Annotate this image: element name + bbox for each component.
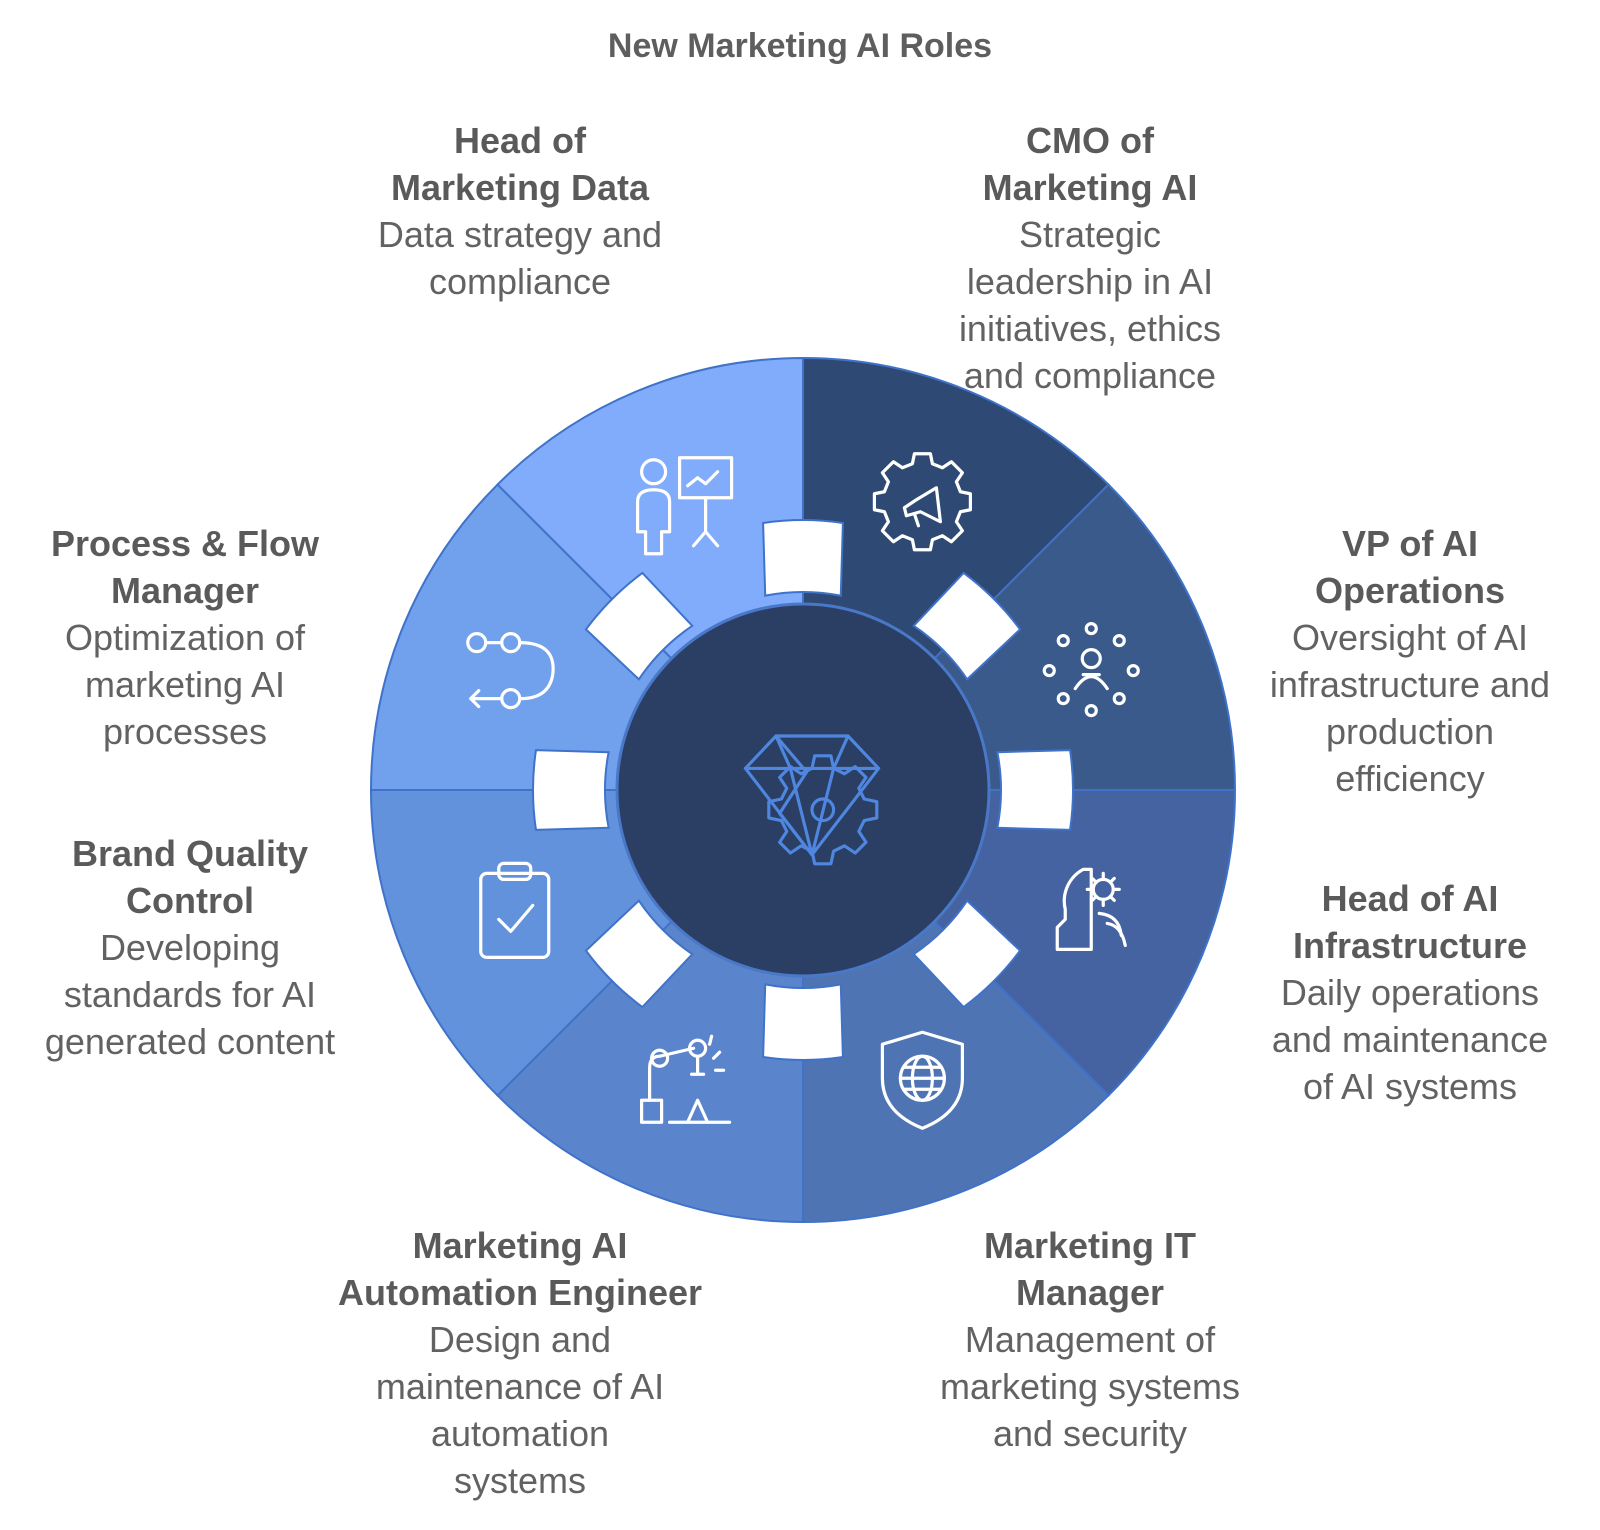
flow-path-icon: [466, 632, 555, 710]
shield-globe-icon: [880, 1030, 964, 1130]
segment-gap: [912, 899, 1022, 1009]
gear-megaphone-icon: [872, 452, 972, 552]
diagram-title: New Marketing AI Roles: [607, 27, 993, 65]
segment-gap: [584, 899, 694, 1009]
clipboard-check-icon: [479, 861, 551, 959]
segment-gap: [762, 519, 844, 597]
segment-gap: [762, 983, 844, 1061]
robot-arm-icon: [640, 1034, 732, 1124]
presenter-chart-icon: [636, 456, 734, 556]
segment-gap: [912, 571, 1022, 681]
segment-gap: [532, 749, 610, 831]
center-hub: [615, 602, 991, 978]
segment-gap: [584, 571, 694, 681]
team-network-icon: [1042, 622, 1140, 718]
diamond-gear-icon: [743, 734, 881, 866]
head-gears-icon: [1055, 867, 1127, 951]
segment-gap: [996, 749, 1074, 831]
